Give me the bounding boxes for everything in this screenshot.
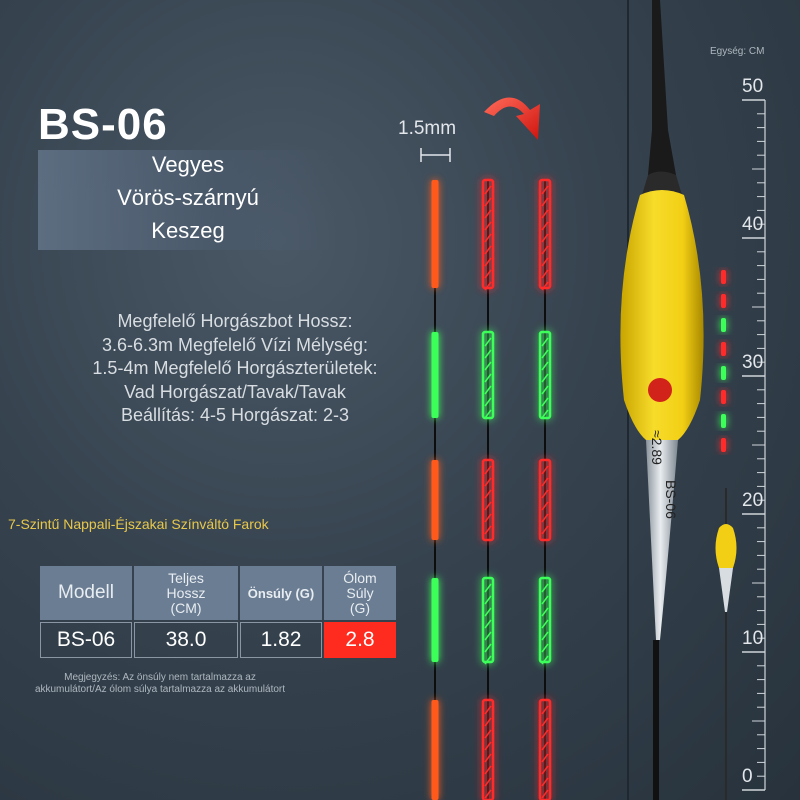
ruler-label: 0 [742, 766, 753, 787]
tail-segment [481, 576, 495, 665]
tail-segment [538, 698, 552, 800]
table-cell-weight: 1.82 [240, 622, 322, 658]
subtitle-line-2: Vörös-szárnyú [117, 185, 259, 210]
table-cell-length: 38.0 [134, 622, 238, 658]
description-line: Megfelelő Horgászbot Hossz: [117, 311, 353, 331]
indicator-light [721, 270, 726, 284]
tail-segments-group [431, 178, 552, 800]
tail-stem [544, 180, 546, 800]
tail-segment [431, 332, 439, 418]
tail-segment [481, 178, 495, 291]
description-line: 1.5-4m Megfelelő Horgászterületek: [92, 358, 378, 378]
tail-segment [538, 576, 552, 665]
table-cell-lead: 2.8 [324, 622, 396, 658]
scale-ruler [742, 99, 766, 791]
float-model-text: BS-06 [663, 480, 679, 519]
indicator-light [721, 342, 726, 356]
float-weight-text: ≈2.89 [649, 430, 665, 465]
subtitle-banner [38, 150, 338, 250]
dimension-marker [420, 148, 451, 162]
table-header-length: Teljes Hossz (CM) [134, 566, 238, 620]
ruler-label: 50 [742, 76, 764, 97]
tail-segment [481, 698, 495, 800]
unit-label: Egység: CM [710, 46, 765, 57]
model-title: BS-06 [38, 100, 168, 149]
table-header-model: Modell [40, 566, 132, 620]
indicator-light [721, 390, 726, 404]
ruler-label: 40 [742, 214, 764, 235]
red-arrow-icon [484, 97, 540, 140]
indicator-light [721, 414, 726, 428]
seal-icon [648, 378, 672, 402]
small-float-thumbnail [715, 488, 737, 800]
tail-segment [481, 330, 495, 420]
indicator-light [721, 366, 726, 380]
ruler-label: 10 [742, 628, 764, 649]
description-line: Vad Horgászat/Tavak/Tavak [124, 381, 346, 402]
indicator-light [721, 294, 726, 308]
description-line: Beállítás: 4-5 Horgászat: 2-3 [120, 405, 350, 425]
description-line: 3.6-6.3m Megfelelő Vízi Mélység: [101, 334, 369, 355]
spec-table: Modell Teljes Hossz (CM) Önsúly (G) Ólom… [40, 566, 396, 658]
tail-caption: 7-Szintű Nappali-Éjszakai Színváltó Faro… [8, 516, 269, 532]
small-indicator-lights [721, 270, 726, 452]
tail-segment [431, 180, 439, 288]
indicator-light [721, 318, 726, 332]
subtitle-line-3: Keszeg [151, 218, 225, 243]
float-illustration: ≈2.89 BS-06 [620, 0, 704, 800]
tail-stem [487, 180, 489, 800]
tail-segment [538, 178, 552, 291]
table-cell-model: BS-06 [40, 622, 132, 658]
indicator-light [721, 438, 726, 452]
table-header-lead: Ólom Súly (G) [324, 566, 396, 620]
footnote: Megjegyzés: Az önsúly nem tartalmazza az… [34, 672, 286, 695]
tail-segment [481, 458, 495, 542]
ruler-label: 20 [742, 490, 764, 511]
ruler-label: 30 [742, 352, 764, 373]
dimension-label: 1.5mm [398, 118, 457, 139]
tail-segment [538, 458, 552, 542]
subtitle-line-1: Vegyes [151, 152, 225, 177]
tail-segment [538, 330, 552, 420]
tail-segment [431, 578, 439, 662]
tail-segment [431, 460, 439, 540]
table-header-weight: Önsúly (G) [240, 566, 322, 620]
product-description: Megfelelő Horgászbot Hossz: 3.6-6.3m Meg… [20, 310, 450, 428]
tail-segment [431, 700, 439, 800]
